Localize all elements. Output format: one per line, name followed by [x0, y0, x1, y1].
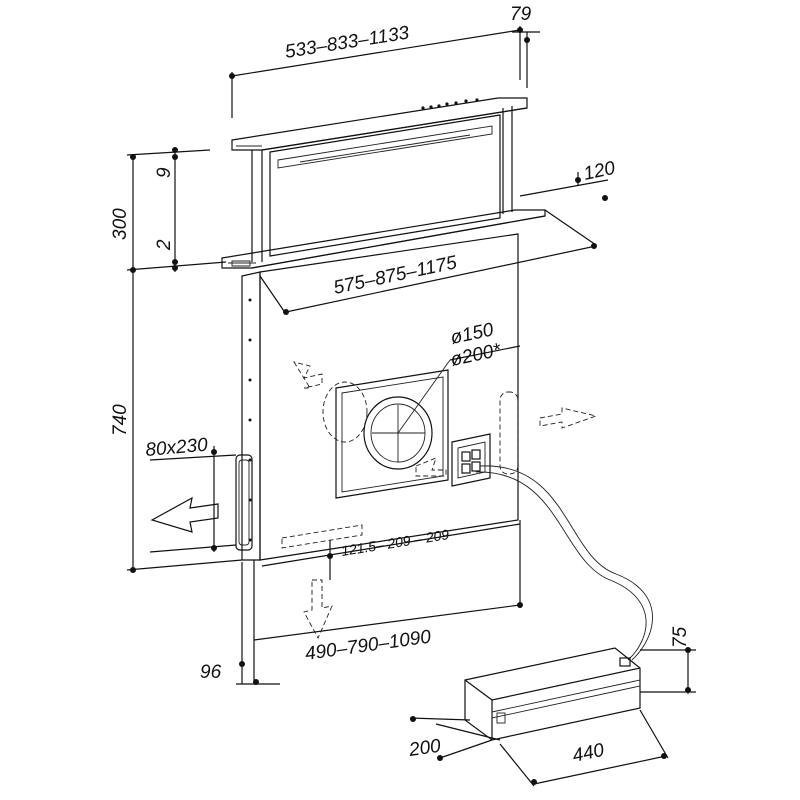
label-body-width: 490–790–1090 [304, 626, 433, 665]
label-vent-positions: 121.5– 209 – 209 [340, 526, 450, 559]
airflow-arrows [150, 361, 598, 640]
label-lift-upper: 9 [154, 167, 175, 178]
label-side-depth: 120 [582, 158, 618, 185]
worktop-frame [221, 209, 546, 269]
motor-unit [464, 465, 653, 741]
label-top-width: 533–833–1133 [283, 23, 411, 63]
label-motor-depth: 200 [407, 736, 443, 761]
hood-top-bar [231, 97, 528, 262]
label-lift-height: 300 [110, 208, 131, 240]
label-motor-width: 440 [571, 740, 607, 767]
label-top-depth: 79 [510, 4, 532, 25]
label-lift-lower: 2 [154, 239, 175, 251]
label-motor-height: 75 [670, 626, 691, 648]
label-body-depth: 96 [200, 662, 222, 683]
dimension-lines [126, 26, 696, 787]
label-body-height: 740 [110, 404, 131, 436]
